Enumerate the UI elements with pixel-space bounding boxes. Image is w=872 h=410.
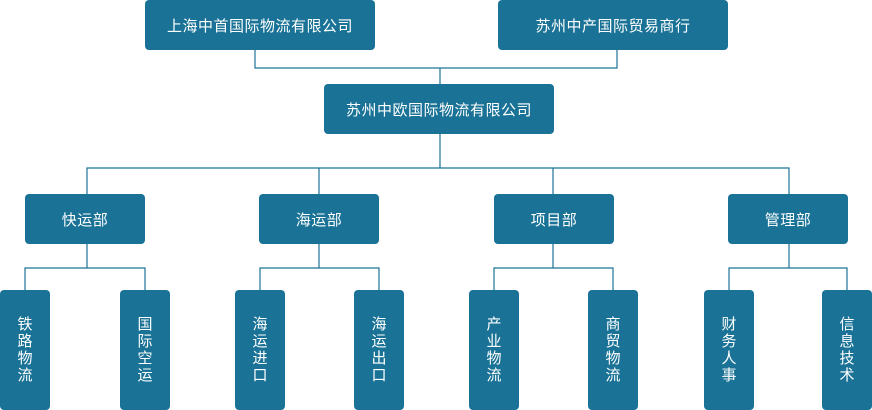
unit-label: 财务人事 xyxy=(719,316,738,384)
connector-owners xyxy=(254,50,618,84)
unit-box: 海运出口 xyxy=(354,290,404,410)
unit-label: 铁路物流 xyxy=(15,316,34,384)
unit-label: 国际空运 xyxy=(135,316,154,384)
department-box: 快运部 xyxy=(25,194,145,244)
unit-box: 商贸物流 xyxy=(588,290,638,410)
unit-label: 产业物流 xyxy=(484,316,503,384)
unit-box: 海运进口 xyxy=(235,290,285,410)
unit-label: 信息技术 xyxy=(837,316,856,384)
unit-box: 信息技术 xyxy=(822,290,872,410)
unit-box: 铁路物流 xyxy=(0,290,50,410)
department-box: 管理部 xyxy=(728,194,848,244)
department-box: 项目部 xyxy=(494,194,614,244)
connector-units-1 xyxy=(24,244,146,290)
unit-box: 国际空运 xyxy=(120,290,170,410)
unit-label: 海运出口 xyxy=(369,316,388,384)
company-box: 苏州中欧国际物流有限公司 xyxy=(324,84,554,134)
unit-label: 商贸物流 xyxy=(603,316,622,384)
connector-units-4 xyxy=(728,244,848,290)
connector-departments xyxy=(86,134,790,194)
unit-box: 财务人事 xyxy=(704,290,754,410)
connector-units-3 xyxy=(493,244,614,290)
owner-box: 上海中首国际物流有限公司 xyxy=(145,0,375,50)
unit-box: 产业物流 xyxy=(469,290,519,410)
owner-box: 苏州中产国际贸易商行 xyxy=(498,0,728,50)
unit-label: 海运进口 xyxy=(250,316,269,384)
connector-units-2 xyxy=(259,244,380,290)
department-box: 海运部 xyxy=(259,194,379,244)
